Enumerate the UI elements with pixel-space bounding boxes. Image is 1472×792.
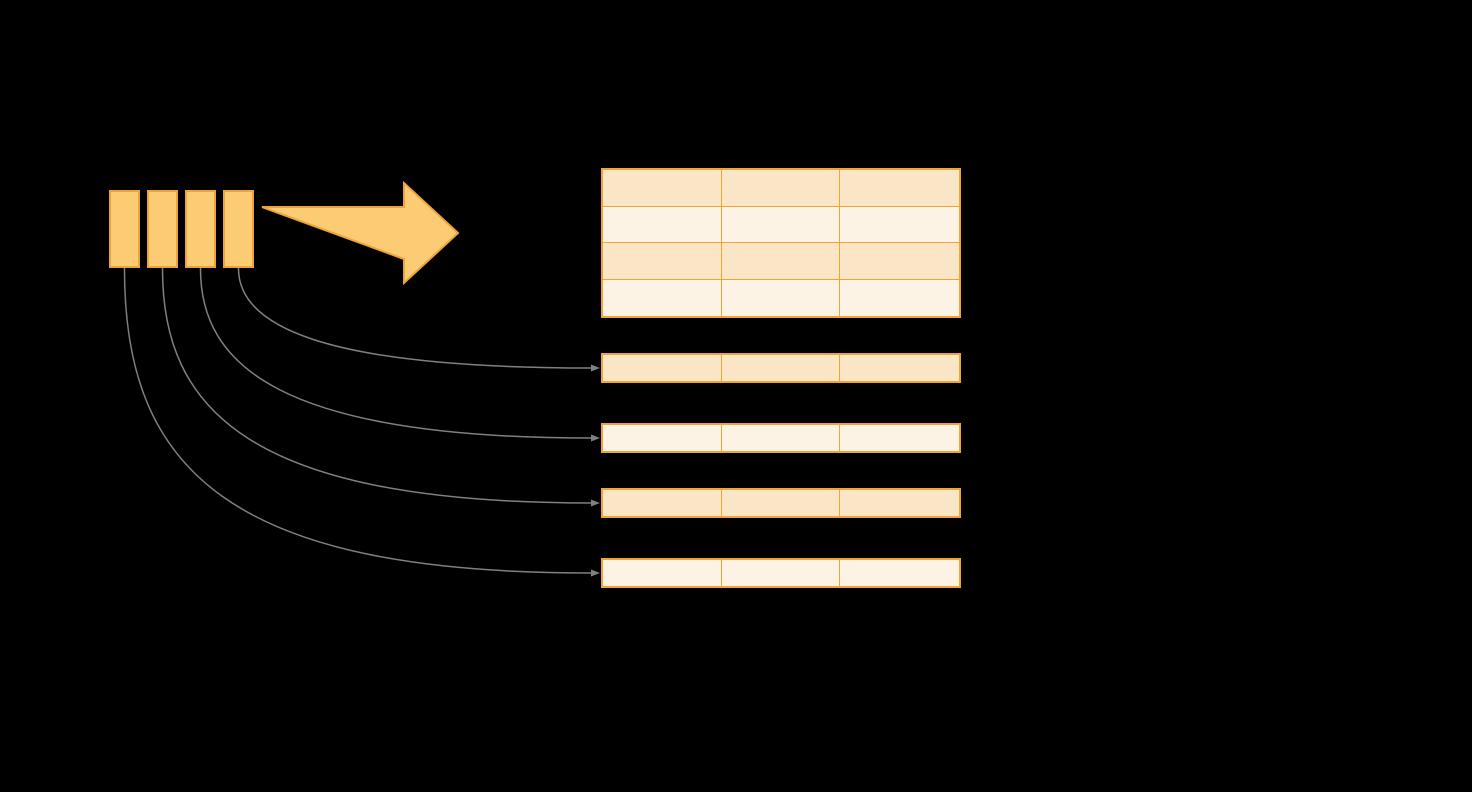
table-cell <box>840 243 959 280</box>
stream-segment-bar-2 <box>147 190 178 268</box>
table-cell <box>721 490 841 516</box>
table-cell <box>603 355 722 381</box>
connector-arrow-to-row-table-3 <box>161 267 600 507</box>
table-cell <box>603 170 722 207</box>
stream-segment-bar-1 <box>109 190 140 268</box>
table-cell <box>603 206 722 243</box>
table-cell <box>721 425 841 451</box>
table-cell <box>603 243 722 280</box>
main-table <box>601 168 961 318</box>
stream-segment-bar-4 <box>223 190 254 268</box>
table-cell <box>603 279 722 316</box>
connector-arrow-to-row-table-2 <box>199 267 600 442</box>
row-table-4 <box>601 558 961 588</box>
table-cell <box>840 206 959 243</box>
table-cell <box>840 170 959 207</box>
stream-segment-bars <box>109 190 254 268</box>
table-cell <box>721 170 841 207</box>
table-cell <box>721 243 841 280</box>
flow-arrow-icon <box>261 180 460 286</box>
stream-segment-bar-3 <box>185 190 216 268</box>
table-cell <box>840 560 959 586</box>
table-cell <box>721 355 841 381</box>
table-cell <box>603 560 722 586</box>
row-table-3 <box>601 488 961 518</box>
row-table-2 <box>601 423 961 453</box>
table-cell <box>840 355 959 381</box>
table-cell <box>840 425 959 451</box>
connector-group <box>123 267 600 577</box>
connector-arrow-to-row-table-1 <box>237 267 600 372</box>
table-cell <box>603 425 722 451</box>
table-cell <box>721 560 841 586</box>
table-cell <box>721 206 841 243</box>
table-cell <box>840 490 959 516</box>
table-cell <box>721 279 841 316</box>
row-table-1 <box>601 353 961 383</box>
connector-arrow-to-row-table-4 <box>123 267 600 577</box>
table-cell <box>840 279 959 316</box>
table-cell <box>603 490 722 516</box>
